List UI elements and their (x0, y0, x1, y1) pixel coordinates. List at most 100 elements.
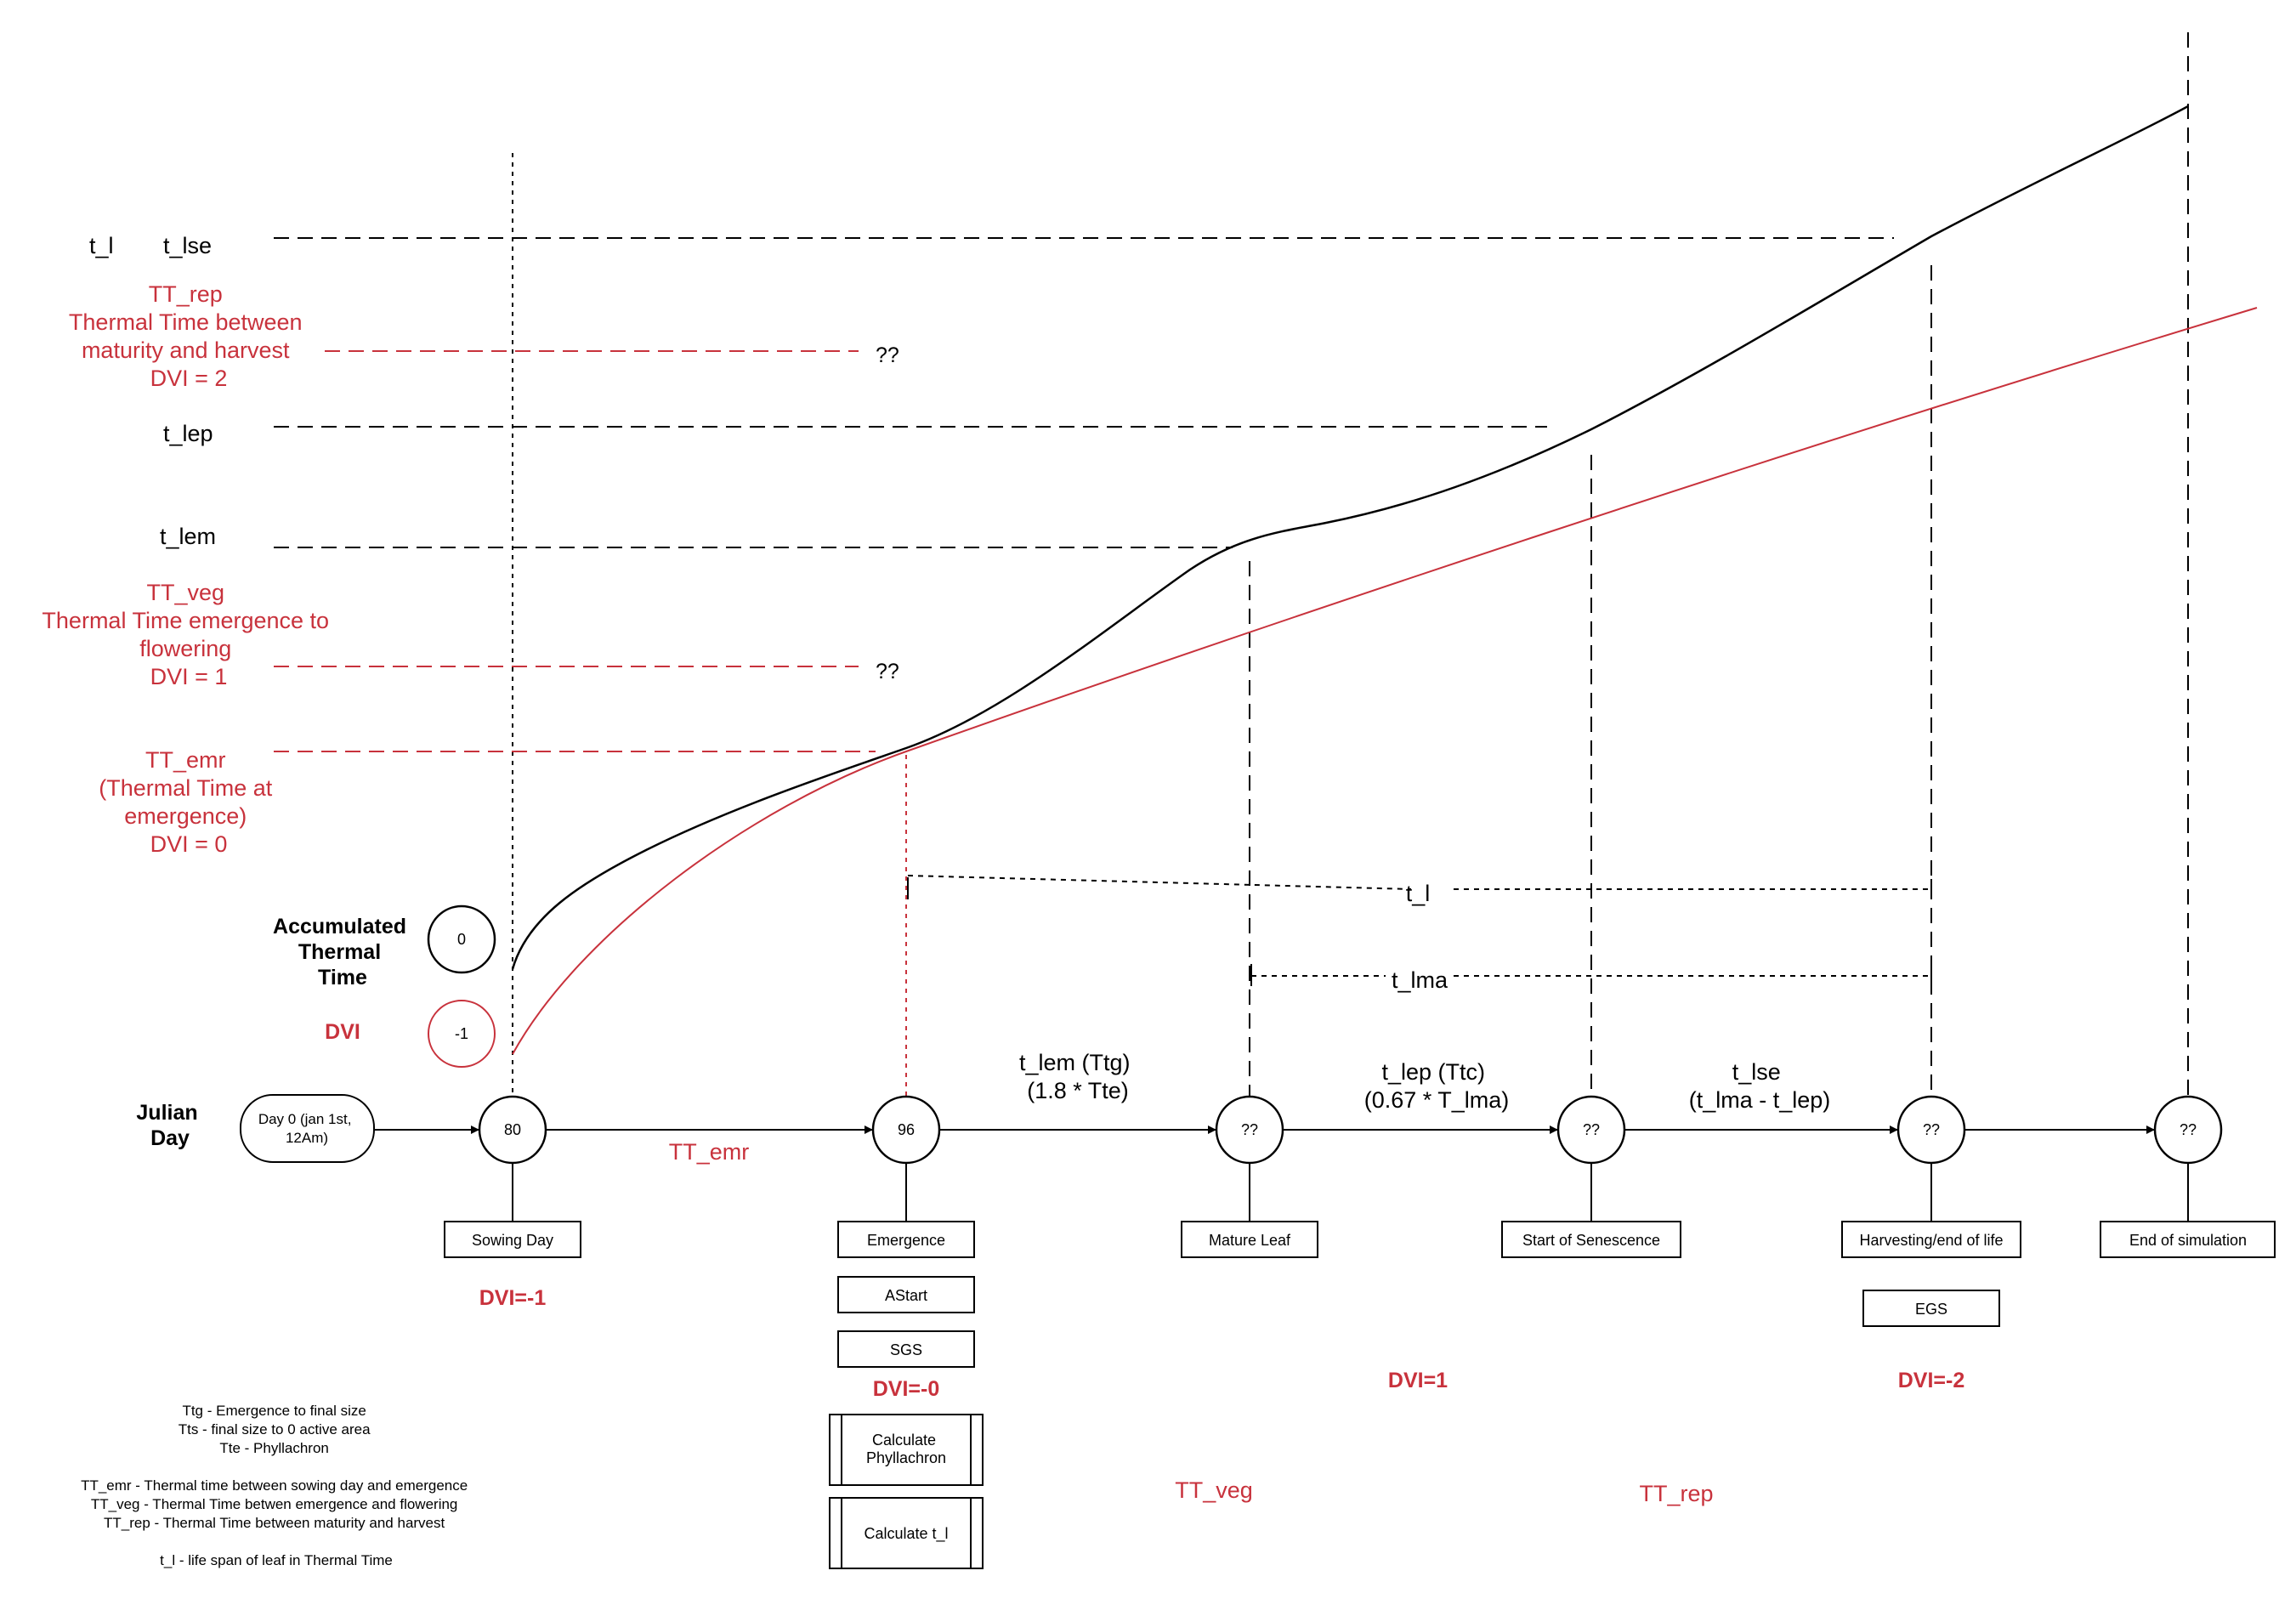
tt-emr-line: TT_emr (145, 747, 226, 773)
t-lem-label: t_lem (160, 524, 216, 549)
dvi-curve (512, 307, 2258, 1055)
tt-rep-line: DVI = 2 (150, 366, 228, 391)
dvi-stage-labels: DVI=-1 DVI=-0 DVI=1 DVI=-2 (479, 1286, 1965, 1401)
t-lem-segment-line: (1.8 * Tte) (1027, 1078, 1129, 1103)
node-box-label: Harvesting/end of life (1859, 1232, 2003, 1249)
node-box-label: Emergence (867, 1232, 945, 1249)
accumulated-line: Thermal (298, 940, 381, 964)
node-circle (478, 1095, 547, 1165)
t-lep-label: t_lep (163, 421, 213, 446)
node-value: ?? (1583, 1121, 1600, 1138)
accumulated-line: Time (318, 966, 367, 989)
node-box (1501, 1221, 1681, 1258)
node-value: ?? (1923, 1121, 1940, 1138)
glossary-line: Ttg - Emergence to final size (182, 1403, 366, 1419)
dvi-flowering: DVI=1 (1388, 1369, 1448, 1392)
tt-rep-label: TT_rep Thermal Time between maturity and… (69, 281, 309, 391)
node-emergence: 96 Emergence (837, 1095, 975, 1258)
tt-veg-label: TT_veg Thermal Time emergence to floweri… (42, 580, 335, 689)
glossary-line: TT_veg - Thermal Time betwen emergence a… (91, 1496, 458, 1512)
t-lse-segment-line: t_lse (1732, 1059, 1781, 1085)
horizontal-guides (274, 237, 1894, 752)
process-label: Calculate Phyllachron (866, 1432, 946, 1466)
process-box-t-l (829, 1497, 984, 1569)
dvi-emergence: DVI=-0 (873, 1377, 940, 1401)
node-value: ?? (1241, 1121, 1258, 1138)
step-label: AStart (885, 1287, 927, 1304)
node-value: 80 (504, 1121, 521, 1138)
process-box-phyllachron (829, 1414, 984, 1486)
node-stems (512, 1163, 2189, 1222)
tt-rep-line: Thermal Time between (69, 309, 303, 335)
t-lem-segment-line: t_lem (Ttg) (1019, 1050, 1131, 1075)
thermal-time-circle (427, 904, 496, 974)
node-harvest: ?? Harvesting/end of life (1841, 1095, 2021, 1258)
dvi-value: -1 (455, 1025, 468, 1042)
t-lse-label: t_lse (163, 233, 212, 258)
node-circle (1215, 1095, 1284, 1165)
glossary: Ttg - Emergence to final size Tts - fina… (81, 1403, 472, 1568)
node-box (2100, 1221, 2276, 1258)
start-node-line: 12Am) (286, 1130, 328, 1146)
node-mature-leaf: ?? Mature Leaf (1181, 1095, 1318, 1258)
t-lse-segment-label: t_lse (t_lma - t_lep) (1689, 1059, 1831, 1113)
process-label: Calculate t_l (864, 1525, 948, 1543)
process-line: Phyllachron (866, 1449, 946, 1466)
node-value: ?? (2180, 1121, 2197, 1138)
tt-rep-unknown: ?? (876, 343, 899, 367)
julian-day-label: Julian Day (136, 1101, 203, 1150)
accumulated-label: Accumulated Thermal Time (273, 915, 412, 989)
node-circle (1896, 1095, 1966, 1165)
dvi-sowing: DVI=-1 (479, 1286, 547, 1310)
tt-veg-unknown: ?? (876, 660, 899, 683)
tt-rep-line: TT_rep (149, 281, 223, 307)
thermal-time-value: 0 (457, 931, 466, 948)
tt-emr-line: emergence) (124, 803, 247, 829)
tt-veg-bottom-label: TT_veg (1175, 1477, 1253, 1503)
span-lines (907, 875, 1932, 986)
accumulated-thermal-time-curve (511, 105, 2189, 970)
glossary-line: Tts - final size to 0 active area (179, 1421, 371, 1437)
node-circle (2153, 1095, 2223, 1165)
left-labels: t_l t_lse TT_rep Thermal Time between ma… (42, 233, 412, 1150)
egs-box (1862, 1290, 2000, 1327)
node-box-label: End of simulation (2129, 1232, 2247, 1249)
t-lse-segment-line: (t_lma - t_lep) (1689, 1087, 1831, 1113)
start-node-line: Day 0 (jan 1st, (258, 1111, 352, 1127)
tt-veg-line: flowering (139, 636, 231, 661)
node-box-label: Mature Leaf (1209, 1232, 1291, 1249)
node-circle (1556, 1095, 1626, 1165)
glossary-line: t_l - life span of leaf in Thermal Time (160, 1552, 393, 1568)
tt-rep-line: maturity and harvest (82, 337, 290, 363)
node-sowing: 80 Sowing Day (444, 1095, 581, 1258)
emergence-steps: AStart SGS Calculate Phyllachron Calcula… (829, 1276, 984, 1569)
step-box-sgs (837, 1330, 975, 1368)
tt-veg-line: TT_veg (146, 580, 224, 605)
tt-emr-line: DVI = 0 (150, 831, 228, 857)
dvi-label: DVI (325, 1020, 360, 1044)
t-lep-segment-line: (0.67 * T_lma) (1364, 1087, 1510, 1113)
glossary-line: Tte - Phyllachron (219, 1440, 329, 1456)
dvi-harvest: DVI=-2 (1898, 1369, 1965, 1392)
process-line: Calculate (872, 1432, 936, 1449)
t-l-span-label: t_l (1406, 881, 1431, 906)
node-senescence: ?? Start of Senescence (1501, 1095, 1681, 1258)
start-node (240, 1094, 375, 1163)
accumulated-line: Accumulated (273, 915, 406, 938)
t-lem-segment-label: t_lem (Ttg) (1.8 * Tte) (1019, 1050, 1137, 1103)
t-lma-span-label: t_lma (1392, 967, 1448, 993)
t-l-label: t_l (89, 233, 114, 258)
node-box (837, 1221, 975, 1258)
node-box (444, 1221, 581, 1258)
t-lep-segment-label: t_lep (Ttc) (0.67 * T_lma) (1364, 1059, 1510, 1113)
tt-rep-bottom-label: TT_rep (1639, 1481, 1713, 1506)
dvi-circle (428, 1000, 496, 1068)
tt-emr-segment-label: TT_emr (669, 1139, 750, 1165)
tt-veg-line: Thermal Time emergence to (42, 608, 329, 633)
tt-veg-line: DVI = 1 (150, 664, 228, 689)
node-end: ?? End of simulation (2100, 1095, 2276, 1258)
step-label: SGS (890, 1341, 922, 1358)
step-box-astart (837, 1276, 975, 1313)
tt-emr-label: TT_emr (Thermal Time at emergence) DVI =… (99, 747, 279, 857)
